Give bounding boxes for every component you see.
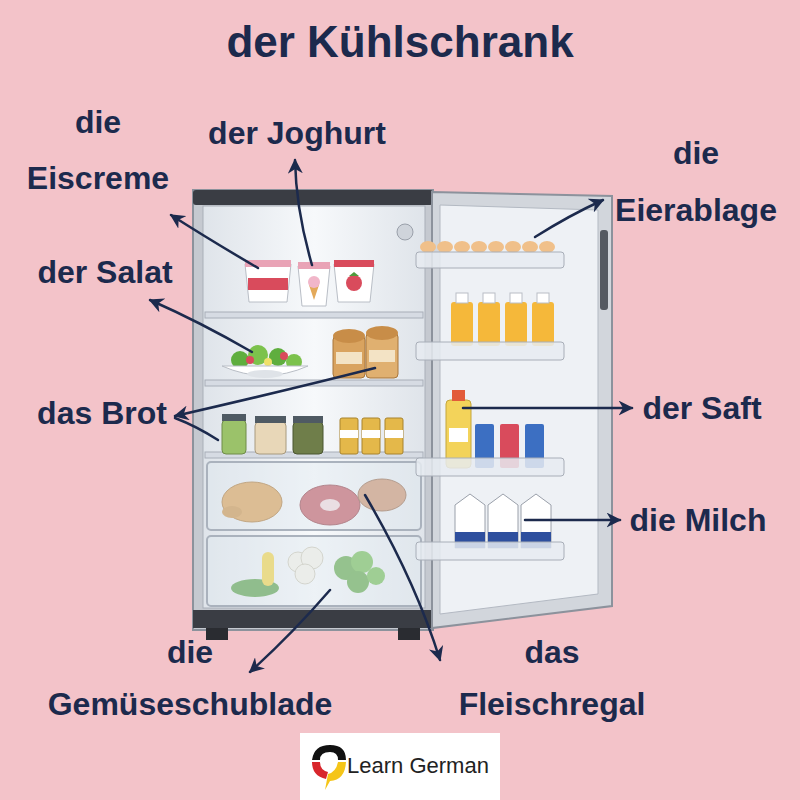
leader-arrows (150, 160, 632, 672)
vocabulary-label: der Salat (37, 253, 172, 291)
vocabulary-label: die Milch (630, 501, 767, 539)
vocabulary-label: das Brot (37, 394, 167, 432)
vocabulary-label: die Eierablage (596, 125, 796, 239)
logo (300, 733, 500, 800)
salad-bowl (222, 345, 308, 378)
diagram-title: der Kühlschrank (226, 16, 573, 69)
jars-and-cans (222, 414, 403, 454)
vocabulary-label: die Gemüseschublade (25, 626, 355, 730)
vegetable-drawer (207, 536, 421, 606)
fridge-body (193, 190, 433, 640)
vocabulary-label: die Eiscreme (13, 94, 183, 206)
meat-drawer (207, 462, 421, 530)
vocabulary-label: der Joghurt (208, 114, 386, 152)
fridge-door (416, 192, 612, 628)
vocabulary-label: das Fleischregal (437, 626, 667, 730)
ice-cream-tubs (245, 260, 374, 306)
logo-text: Learn German (347, 753, 489, 779)
vocabulary-label: der Saft (642, 389, 761, 427)
